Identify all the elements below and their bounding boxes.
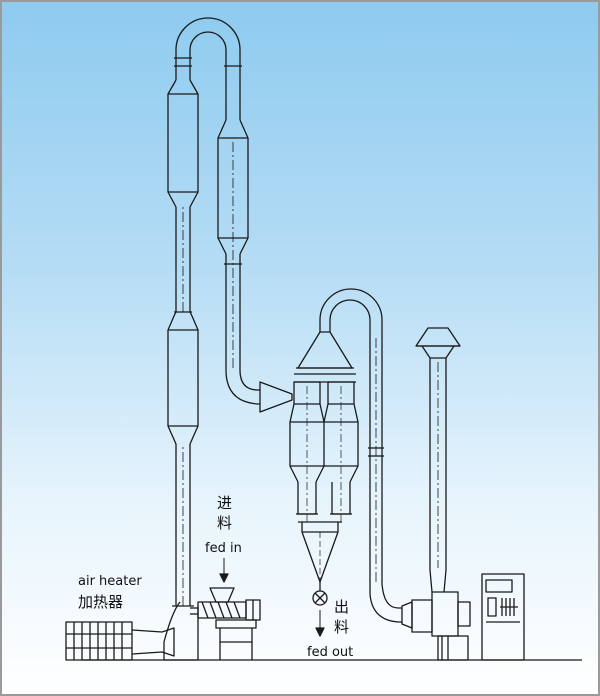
drying-tube-left — [163, 50, 199, 661]
feed-out-label-cn-2: 料 — [334, 618, 350, 636]
exhaust-stack — [415, 327, 461, 593]
feed-in-label-cn-1: 进 — [217, 494, 233, 512]
top-u-bend — [175, 17, 241, 51]
air-heater-label-cn: 加热器 — [78, 593, 124, 611]
air-heater-label-en: air heater — [78, 574, 142, 589]
feed-in-label-cn-2: 料 — [217, 514, 233, 532]
feed-out-label-cn-1: 出 — [334, 598, 350, 616]
twin-cyclones — [289, 288, 383, 606]
drying-tube-right — [217, 50, 293, 413]
feed-in-arrow — [219, 558, 229, 583]
air-heater — [65, 621, 175, 661]
exhaust-duct — [368, 332, 413, 629]
screw-feeder — [190, 587, 261, 660]
feed-out-label-en: fed out — [307, 645, 354, 660]
feed-in-label-en: fed in — [205, 541, 242, 556]
feed-out-arrow — [315, 610, 325, 637]
exhaust-fan — [411, 591, 471, 661]
control-cabinet — [481, 573, 525, 661]
